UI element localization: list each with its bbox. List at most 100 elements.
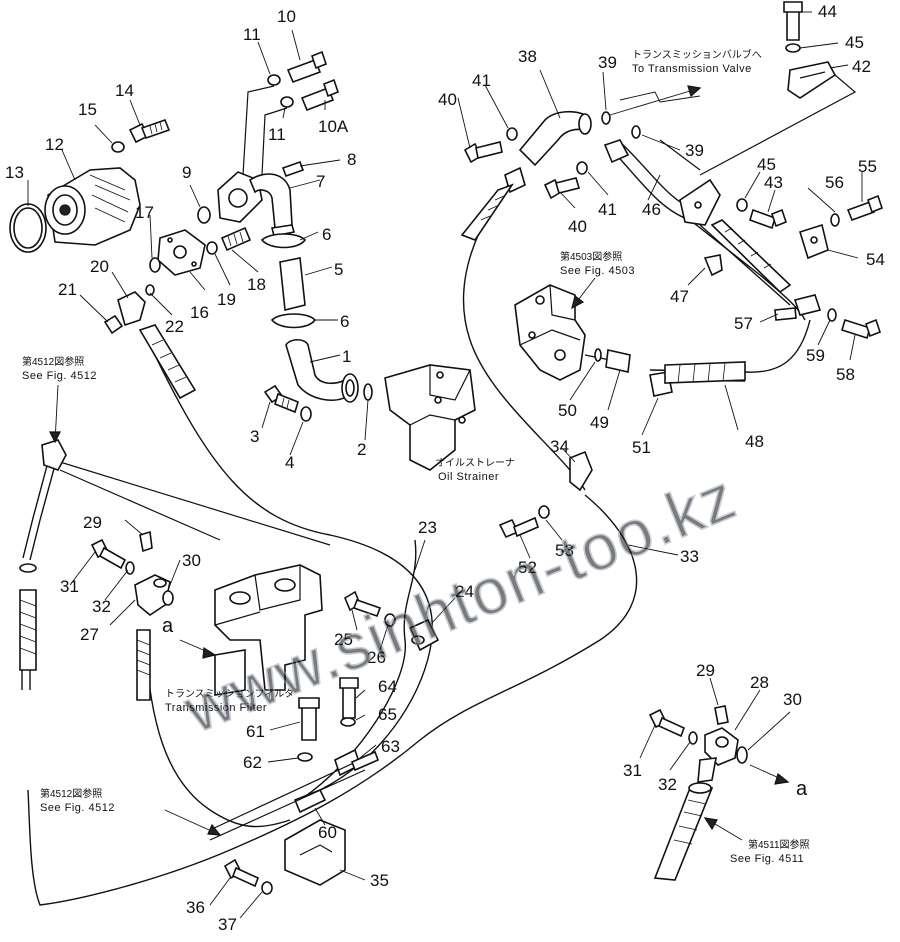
clamp-24 — [343, 590, 440, 652]
callout-35: 35 — [370, 871, 389, 890]
upper-right-fittings — [460, 1, 883, 340]
callout-46: 46 — [642, 200, 661, 219]
callout-9: 9 — [182, 163, 191, 182]
callout-62: 62 — [243, 753, 262, 772]
callout-40b: 40 — [568, 217, 587, 236]
note-to-valve-jp: トランスミッションバルブへ — [632, 48, 762, 61]
callout-24: 24 — [455, 582, 474, 601]
callout-47: 47 — [670, 287, 689, 306]
note-trans-filter-jp: トランスミッションフィルタ — [165, 688, 294, 700]
callout-11b: 11 — [268, 125, 286, 144]
callout-38: 38 — [518, 47, 537, 66]
callout-63: 63 — [381, 737, 400, 756]
callout-28: 28 — [750, 673, 769, 692]
callout-29b: 29 — [696, 661, 715, 680]
callout-37: 37 — [218, 915, 237, 934]
note-fig4512b-jp: 第4512図参照 — [40, 787, 102, 800]
callout-64: 64 — [378, 677, 397, 696]
note-fig4512a-en: See Fig. 4512 — [22, 370, 97, 382]
callout-23: 23 — [418, 518, 437, 537]
callout-26: 26 — [367, 648, 386, 667]
note-fig4503-jp: 第4503図参照 — [560, 250, 622, 263]
callout-numbers: 1 2 3 4 5 6 6 7 8 9 10 10A 11 11 12 13 1… — [5, 2, 885, 934]
callout-52: 52 — [518, 558, 537, 577]
callout-55: 55 — [858, 157, 877, 176]
note-trans-filter-en: Transmission Filter — [165, 702, 267, 714]
valve-block — [498, 284, 746, 539]
callout-40a: 40 — [438, 90, 457, 109]
callout-21: 21 — [58, 280, 77, 299]
callout-10: 10 — [277, 7, 296, 26]
callout-32a: 32 — [92, 597, 111, 616]
callout-45a: 45 — [845, 33, 864, 52]
callout-8: 8 — [347, 150, 356, 169]
callout-30a: 30 — [182, 551, 201, 570]
callout-50: 50 — [558, 401, 577, 420]
detail-a — [648, 705, 748, 881]
callout-45b: 45 — [757, 155, 776, 174]
callout-43: 43 — [764, 173, 783, 192]
callout-5: 5 — [334, 260, 343, 279]
callout-39a: 39 — [598, 53, 617, 72]
callout-33: 33 — [680, 547, 699, 566]
arrow-label-a-right: a — [796, 778, 808, 800]
hydraulic-pump — [9, 118, 252, 335]
callout-27: 27 — [80, 625, 99, 644]
note-fig4512a-jp: 第4512図参照 — [22, 355, 84, 368]
callout-54: 54 — [866, 250, 885, 269]
callout-42: 42 — [852, 57, 871, 76]
callout-65: 65 — [378, 705, 397, 724]
callout-30b: 30 — [783, 690, 802, 709]
callout-61: 61 — [246, 722, 265, 741]
callout-29a: 29 — [83, 513, 102, 532]
callout-36: 36 — [186, 898, 205, 917]
callout-20: 20 — [90, 257, 109, 276]
callout-31b: 31 — [623, 761, 642, 780]
leader-lines — [27, 11, 863, 919]
callout-18: 18 — [247, 275, 266, 294]
callout-14: 14 — [115, 81, 134, 100]
callout-41b: 41 — [598, 200, 617, 219]
callout-7: 7 — [316, 172, 325, 191]
note-fig4512b-en: See Fig. 4512 — [40, 802, 115, 814]
callout-34: 34 — [550, 437, 569, 456]
callout-58: 58 — [836, 365, 855, 384]
callout-56: 56 — [825, 173, 844, 192]
note-fig4503-en: See Fig. 4503 — [560, 265, 635, 277]
callout-17: 17 — [135, 203, 154, 222]
callout-6b: 6 — [340, 312, 349, 331]
callout-6a: 6 — [322, 225, 331, 244]
note-oil-strainer-jp: オイルストレーナ — [435, 457, 515, 469]
callout-19: 19 — [217, 290, 236, 309]
arrow-label-a-left: a — [162, 615, 174, 637]
callout-44: 44 — [818, 2, 837, 21]
callout-16: 16 — [190, 303, 209, 322]
note-fig4511-en: See Fig. 4511 — [730, 853, 804, 865]
bolt-3-washer-4 — [263, 384, 312, 422]
lower-bracket — [209, 677, 380, 895]
callout-1: 1 — [342, 347, 351, 366]
callout-48: 48 — [745, 432, 764, 451]
callout-31a: 31 — [60, 577, 79, 596]
vertical-pipe — [19, 324, 197, 671]
callout-57: 57 — [734, 314, 753, 333]
callout-3: 3 — [250, 427, 259, 446]
callout-13: 13 — [5, 163, 24, 182]
callout-39b: 39 — [685, 141, 704, 160]
callout-60: 60 — [318, 823, 337, 842]
callout-4: 4 — [285, 453, 294, 472]
callout-53: 53 — [555, 541, 574, 560]
callout-10a: 10A — [318, 117, 349, 136]
callout-12: 12 — [45, 135, 64, 154]
callout-51: 51 — [632, 438, 651, 457]
callout-25: 25 — [334, 630, 353, 649]
callout-2: 2 — [357, 440, 366, 459]
callout-41a: 41 — [472, 71, 491, 90]
reference-notes: トランスミッションバルブへ To Transmission Valve 第450… — [22, 48, 810, 865]
note-to-valve-en: To Transmission Valve — [632, 63, 752, 75]
oil-strainer — [384, 364, 476, 471]
callout-32b: 32 — [658, 775, 677, 794]
callout-59: 59 — [806, 346, 825, 365]
transmission-filter — [90, 530, 323, 701]
